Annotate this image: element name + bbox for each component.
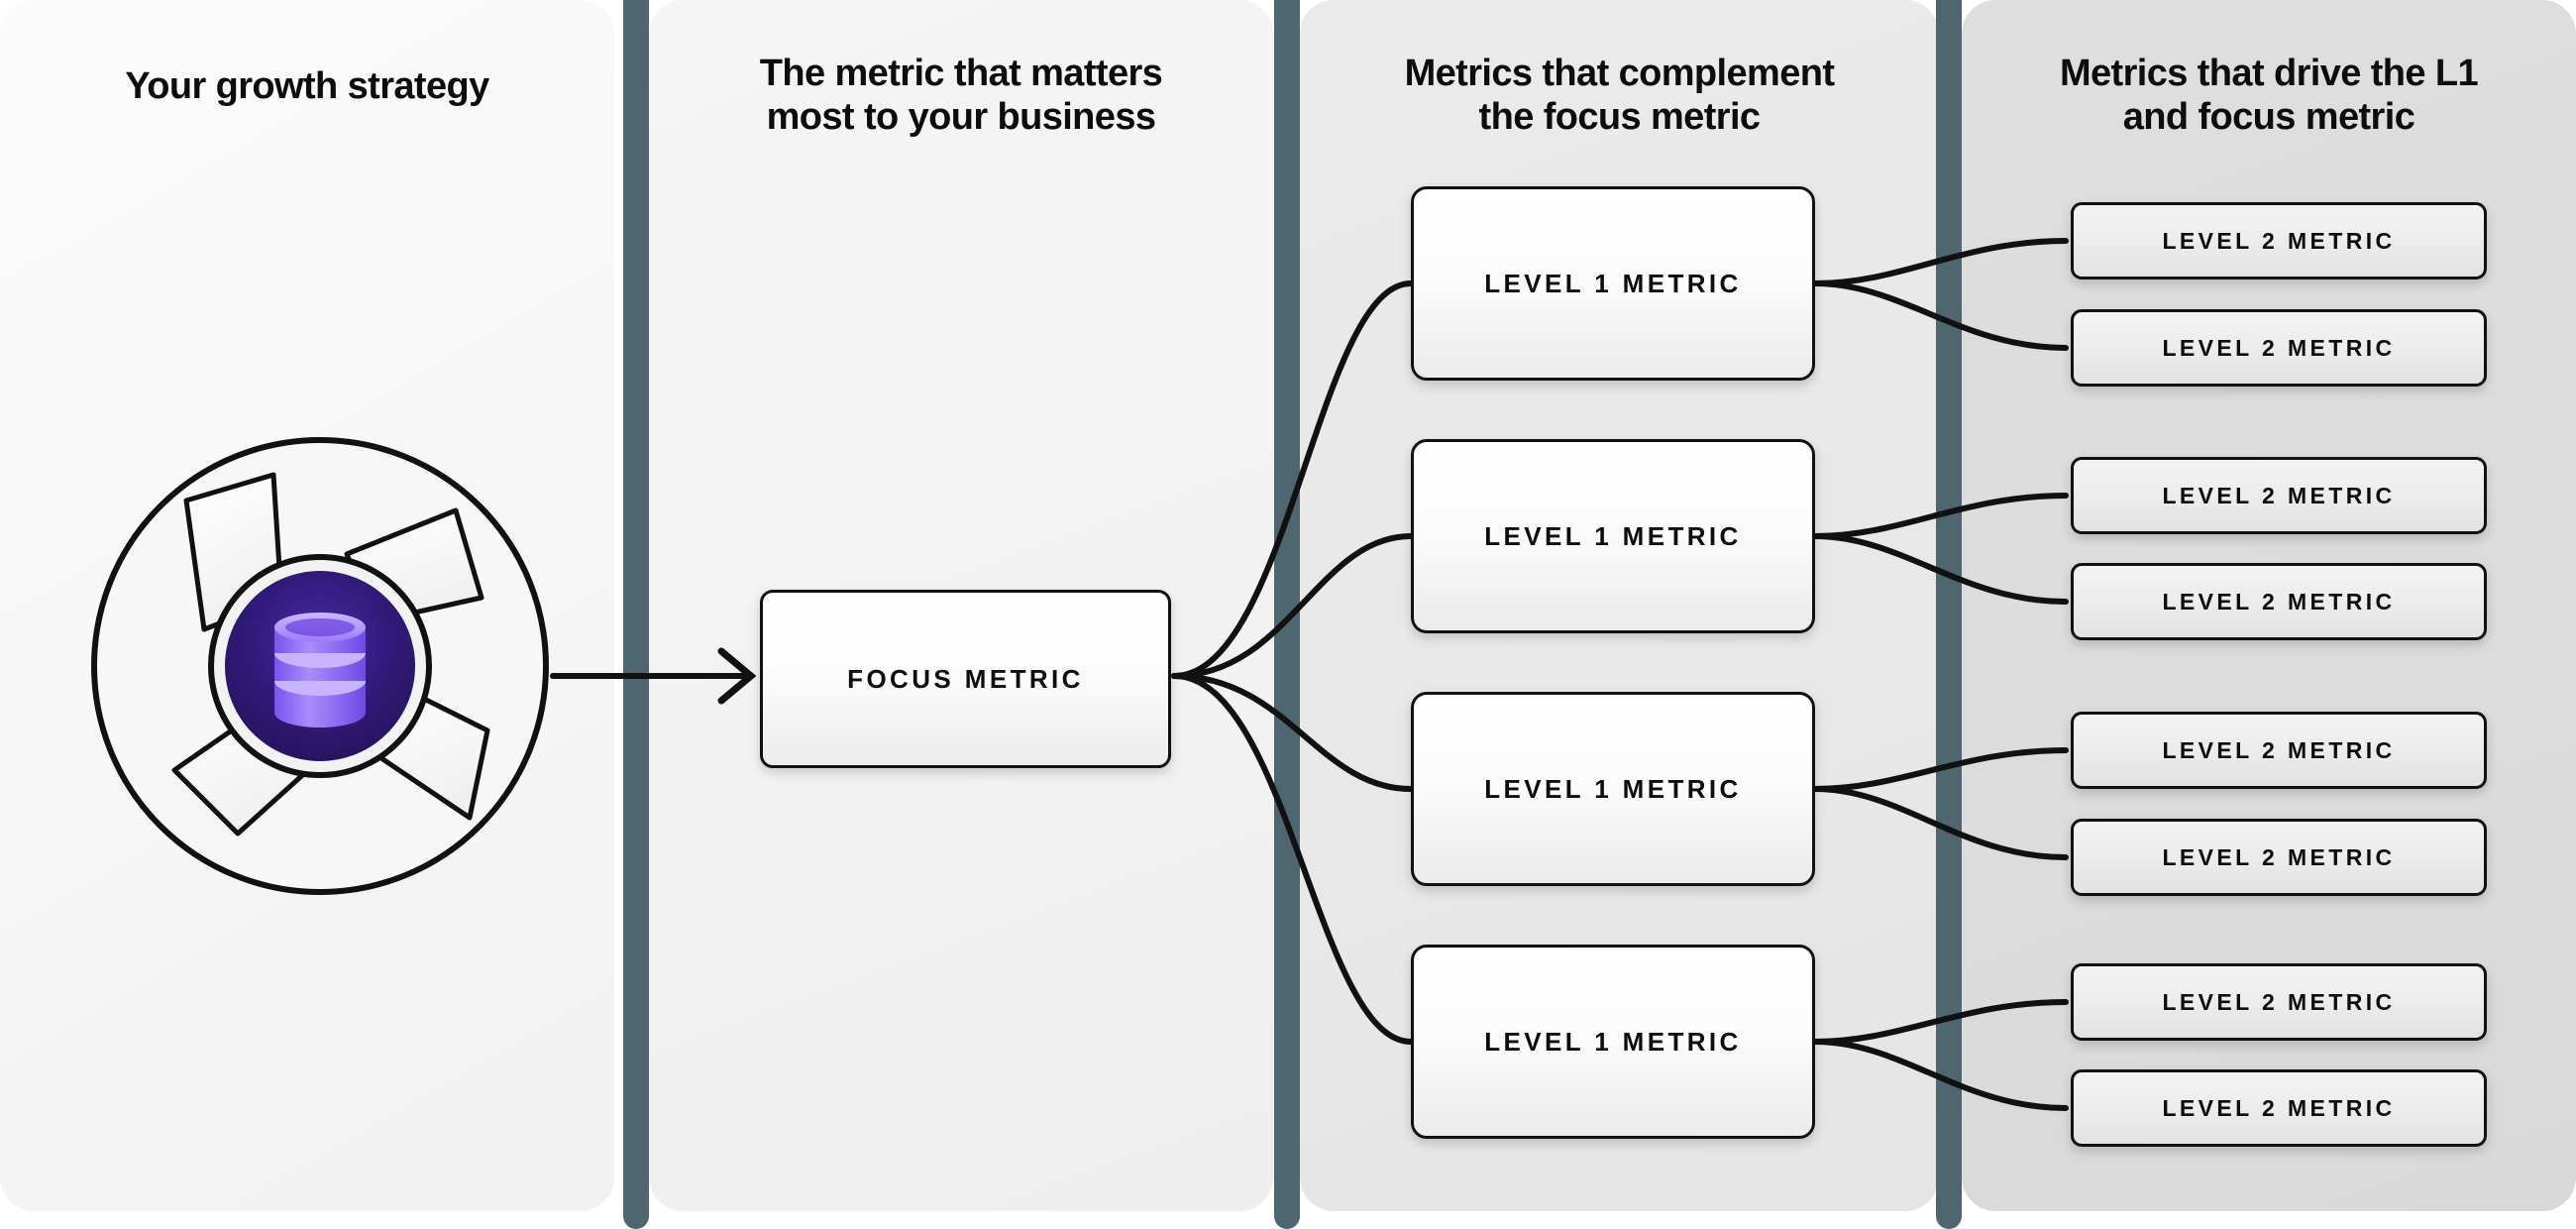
node-level-2-metric-6[interactable]: LEVEL 2 METRIC <box>2071 819 2487 896</box>
node-level-1-metric-3[interactable]: LEVEL 1 METRIC <box>1411 692 1815 886</box>
node-focus-metric[interactable]: FOCUS METRIC <box>760 590 1171 768</box>
node-level-2-metric-2[interactable]: LEVEL 2 METRIC <box>2071 309 2487 387</box>
column-heading-level-2-metrics: Metrics that drive the L1 and focus metr… <box>2059 53 2479 139</box>
column-divider-3 <box>1936 0 1962 1229</box>
node-level-1-metric-1[interactable]: LEVEL 1 METRIC <box>1411 186 1815 381</box>
column-heading-growth-strategy: Your growth strategy <box>125 65 489 107</box>
pinwheel-database-logo <box>91 437 549 895</box>
node-level-2-metric-4[interactable]: LEVEL 2 METRIC <box>2071 563 2487 640</box>
column-heading-level-1-metrics: Metrics that complement the focus metric <box>1404 53 1835 139</box>
node-level-2-metric-5[interactable]: LEVEL 2 METRIC <box>2071 712 2487 789</box>
node-level-2-metric-1[interactable]: LEVEL 2 METRIC <box>2071 202 2487 279</box>
column-heading-focus-metric: The metric that matters most to your bus… <box>759 53 1163 139</box>
node-level-2-metric-3[interactable]: LEVEL 2 METRIC <box>2071 457 2487 534</box>
node-level-2-metric-8[interactable]: LEVEL 2 METRIC <box>2071 1069 2487 1147</box>
database-icon <box>274 613 366 727</box>
column-divider-1 <box>623 0 649 1229</box>
node-level-1-metric-2[interactable]: LEVEL 1 METRIC <box>1411 439 1815 633</box>
node-level-2-metric-7[interactable]: LEVEL 2 METRIC <box>2071 963 2487 1041</box>
node-level-1-metric-4[interactable]: LEVEL 1 METRIC <box>1411 945 1815 1139</box>
column-divider-2 <box>1274 0 1300 1229</box>
